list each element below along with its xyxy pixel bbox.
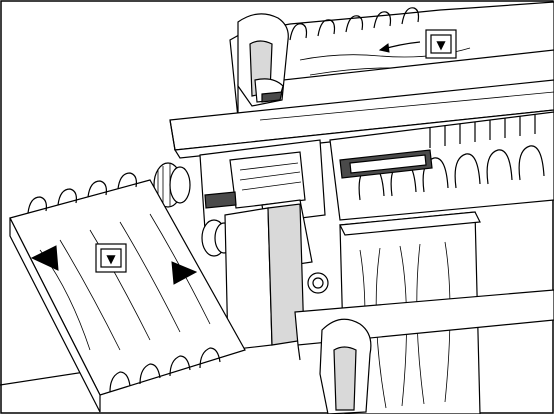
top-board-fingers [289,7,420,41]
right-pointing-triangle-icon [171,261,198,285]
direction-marker-left: ▼ [95,243,127,273]
adjustment-knob-upper [153,162,191,208]
direction-marker-top: ▼ [425,29,457,59]
rail-scale [259,91,554,121]
top-clamp [237,13,289,107]
front-clamp [319,318,372,414]
left-pointing-triangle-icon [30,245,59,271]
finger-template [329,111,554,221]
down-triangle-in-square-icon: ▼ [106,252,116,266]
left-workpiece-board [9,172,246,413]
down-triangle-in-square-icon: ▼ [436,38,446,52]
